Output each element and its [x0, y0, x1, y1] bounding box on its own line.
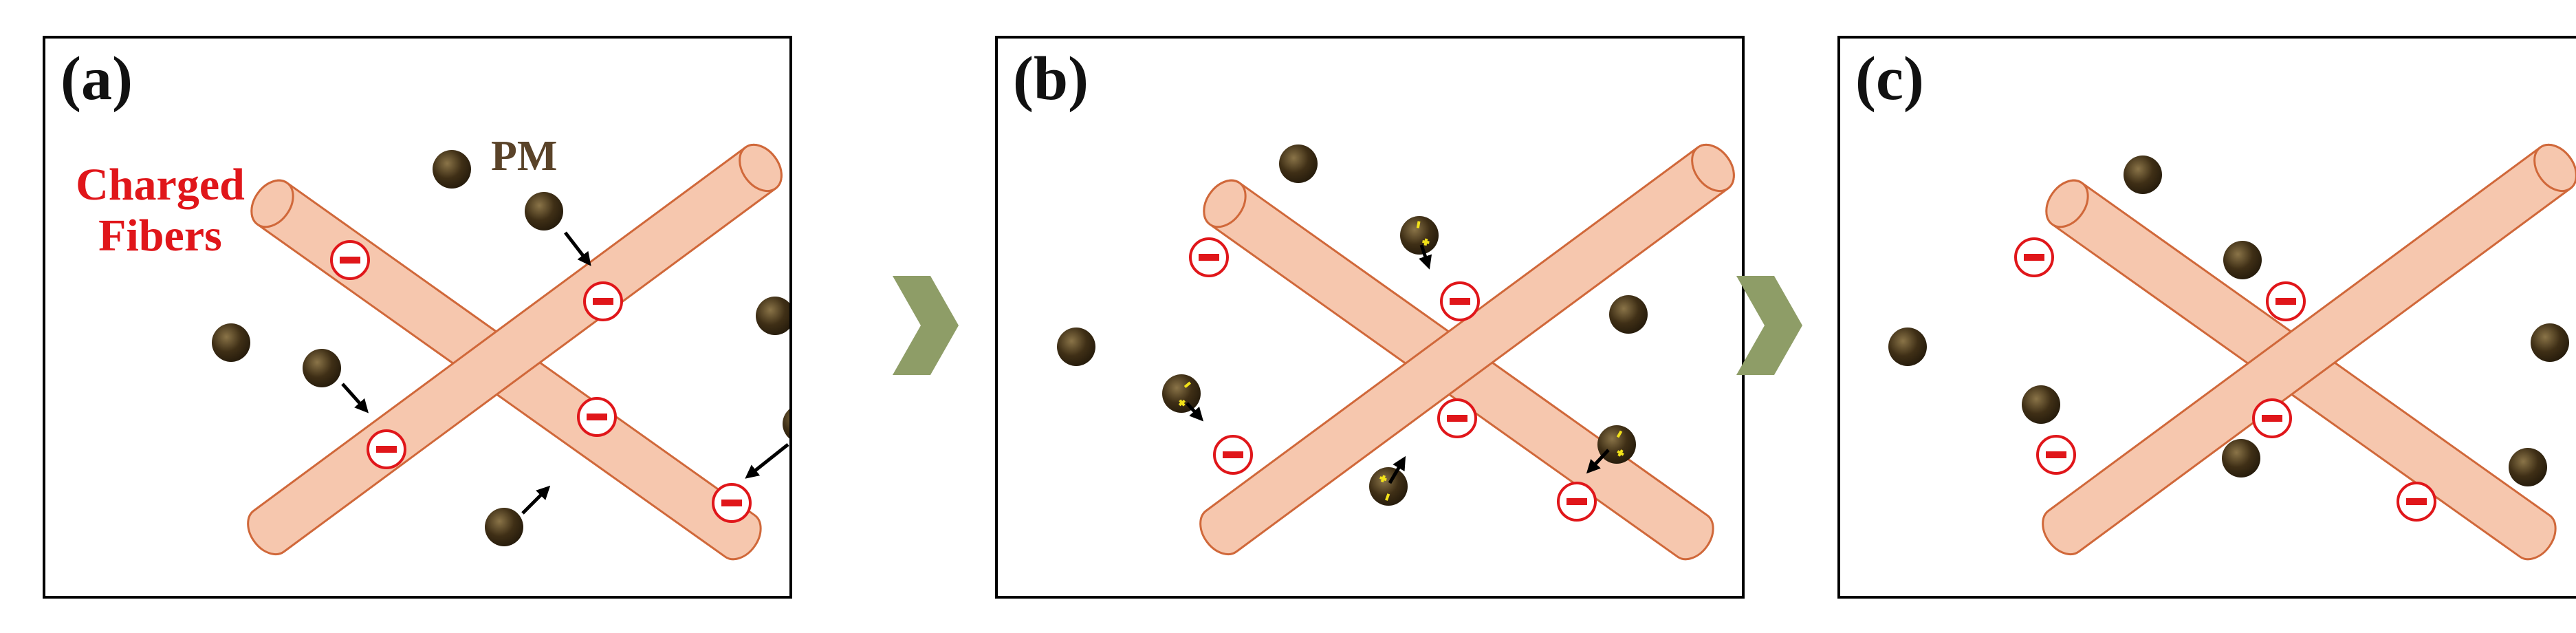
- fiber-ascending: [1199, 143, 1735, 555]
- plus-minus-icon: [1416, 221, 1430, 246]
- panel-a-drawing: [212, 143, 789, 561]
- pm-particle: [783, 409, 789, 439]
- plus-minus-icon: [1616, 430, 1624, 457]
- panel-c-drawing: [1888, 143, 2576, 561]
- pm-particle: [2022, 385, 2060, 424]
- right-chevron-arrow-icon: [1736, 276, 1802, 375]
- charge-minus-bar: [2024, 254, 2044, 261]
- minus-circle-icon: [1557, 482, 1597, 522]
- minus-circle-icon: [330, 240, 370, 280]
- charge-minus-bar: [2262, 415, 2282, 422]
- charge-minus-bar: [721, 500, 742, 506]
- pm-particle: [2124, 155, 2162, 194]
- induced-minus: [1416, 221, 1421, 228]
- motion-arrow: [1186, 402, 1204, 422]
- charged-fibers-label: Charged Fibers: [61, 160, 260, 261]
- fiber-descending-end-cap: [1203, 179, 1247, 228]
- charge-minus-bar: [2406, 498, 2427, 505]
- fiber-descending-end-cap: [2045, 179, 2089, 228]
- motion-arrow: [1586, 449, 1610, 474]
- pm-particle: [1888, 328, 1927, 366]
- pm-particle: [303, 349, 341, 387]
- motion-arrow: [745, 443, 789, 479]
- minus-circle-icon: [2036, 435, 2076, 475]
- minus-circle-icon: [712, 483, 752, 523]
- pm-particle: [1162, 374, 1201, 413]
- plus-minus-icon: [1379, 475, 1390, 501]
- charged-fibers-label-line2: Fibers: [98, 210, 222, 261]
- induced-plus-v: [1380, 475, 1386, 483]
- pm-particle: [1609, 295, 1648, 334]
- panel-c: (c): [1837, 36, 2576, 599]
- pm-particle: [756, 297, 789, 335]
- charge-minus-bar: [1567, 498, 1587, 505]
- induced-plus-v: [1423, 238, 1428, 246]
- minus-circle-icon: [1189, 237, 1229, 277]
- charged-fibers-label-line1: Charged: [76, 160, 245, 210]
- motion-arrow: [341, 383, 369, 414]
- induced-plus-v: [1617, 449, 1624, 457]
- panel-b: (b): [995, 36, 1745, 599]
- pm-particle: [1400, 216, 1439, 255]
- charge-minus-bar: [587, 414, 607, 420]
- motion-arrow: [1419, 244, 1432, 270]
- charge-minus-bar: [376, 446, 397, 453]
- minus-circle-icon: [577, 397, 617, 437]
- pm-particle: [1597, 425, 1636, 464]
- minus-circle-icon: [2014, 237, 2054, 277]
- charge-minus-bar: [593, 298, 613, 305]
- pm-particle: [1369, 467, 1408, 506]
- charge-minus-bar: [340, 257, 360, 264]
- minus-circle-icon: [2266, 281, 2306, 321]
- minus-circle-icon: [583, 281, 623, 321]
- motion-arrow: [1388, 455, 1406, 484]
- minus-circle-icon: [2397, 482, 2436, 522]
- motion-arrow: [521, 485, 551, 515]
- fiber-ascending-end-cap: [2533, 143, 2576, 193]
- motion-arrow: [564, 231, 591, 266]
- pm-particle: [485, 508, 523, 546]
- charge-minus-bar: [2046, 451, 2066, 458]
- induced-minus: [1616, 430, 1623, 438]
- fiber-ascending-end-cap: [1691, 143, 1735, 193]
- pm-particle: [2531, 323, 2569, 362]
- induced-plus-v: [1178, 399, 1186, 407]
- pm-particle: [1279, 144, 1318, 183]
- fiber-ascending: [2042, 143, 2576, 555]
- charge-minus-bar: [1447, 415, 1467, 422]
- charge-minus-bar: [1450, 298, 1470, 305]
- minus-circle-icon: [367, 429, 406, 469]
- right-chevron-arrow-icon: [893, 276, 959, 375]
- pm-particle: [212, 323, 250, 362]
- pm-particle: [433, 150, 471, 189]
- panel-label-a: (a): [61, 45, 133, 113]
- pm-label: PM: [491, 133, 558, 180]
- pm-particle: [2223, 241, 2262, 279]
- induced-minus: [1385, 493, 1390, 501]
- fiber-ascending-end-cap: [739, 143, 783, 193]
- charge-minus-bar: [1199, 254, 1219, 261]
- pm-particle: [1057, 328, 1095, 366]
- pm-particle: [2509, 448, 2547, 486]
- minus-circle-icon: [1440, 281, 1480, 321]
- panel-label-b: (b): [1013, 45, 1089, 113]
- minus-circle-icon: [1437, 398, 1477, 438]
- plus-minus-icon: [1178, 381, 1192, 407]
- fiber-descending-end-cap: [250, 179, 294, 228]
- minus-circle-icon: [1213, 435, 1253, 475]
- pm-particle: [2222, 439, 2260, 478]
- induced-minus: [1183, 381, 1192, 389]
- charge-minus-bar: [2275, 298, 2296, 305]
- panel-label-c: (c): [1855, 45, 1924, 113]
- pm-particle: [525, 192, 563, 230]
- minus-circle-icon: [2252, 398, 2292, 438]
- charge-minus-bar: [1223, 451, 1243, 458]
- panel-a: (a) Charged Fibers PM: [43, 36, 792, 599]
- panel-b-drawing: [1057, 143, 1735, 561]
